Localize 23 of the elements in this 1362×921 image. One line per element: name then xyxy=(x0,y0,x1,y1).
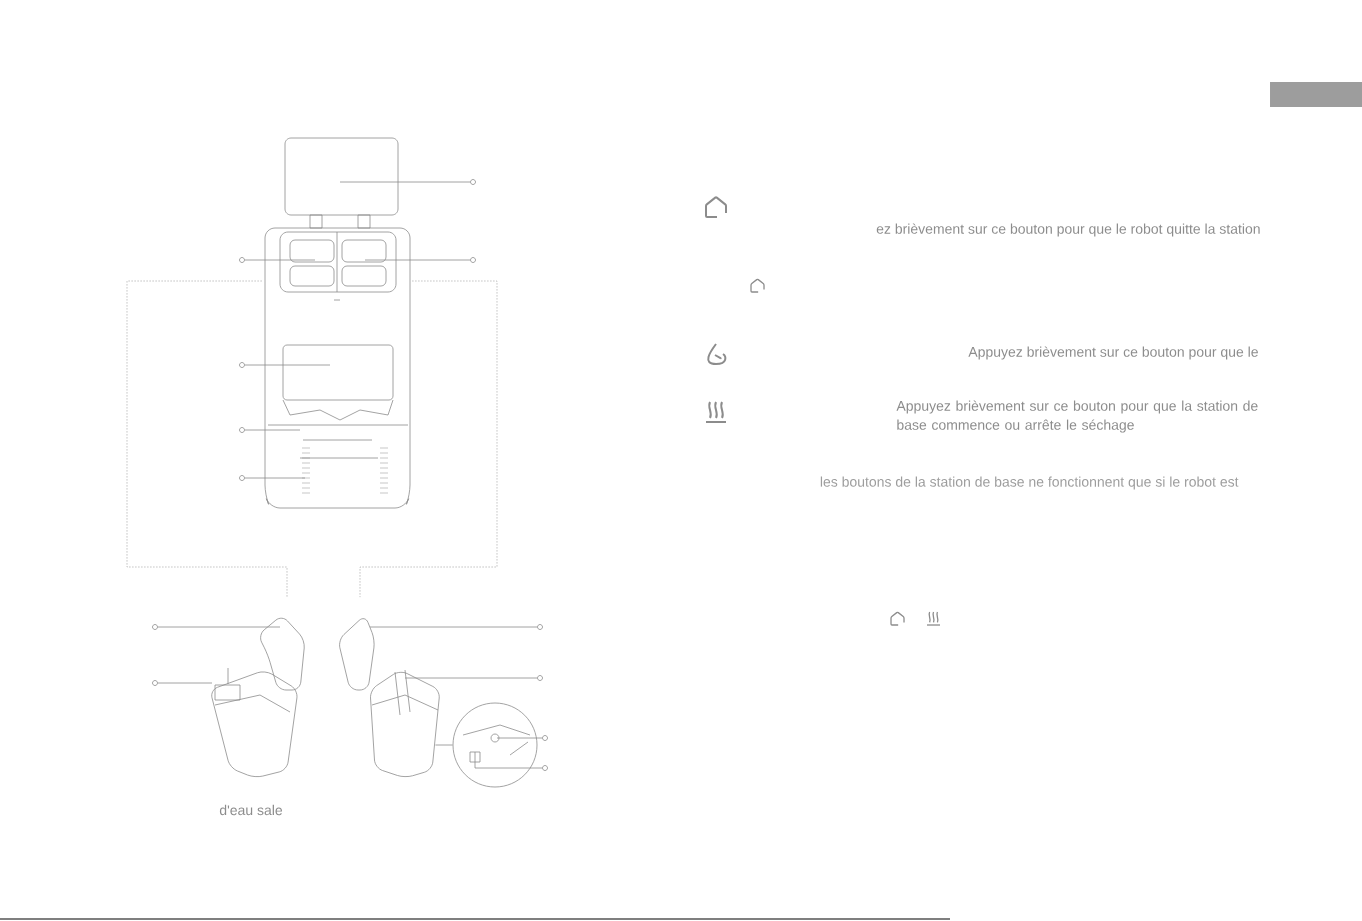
connector-line xyxy=(126,280,288,598)
instruction-text: Appuyez brièvement sur ce bouton pour que le xyxy=(968,346,1258,360)
leader-line xyxy=(157,682,213,684)
picture xyxy=(339,618,440,777)
picture xyxy=(264,137,411,509)
leader-line xyxy=(364,259,471,261)
picture xyxy=(452,702,538,788)
leader-line xyxy=(435,744,453,746)
leader-line xyxy=(244,259,316,261)
leader-line xyxy=(404,677,538,679)
connector-line xyxy=(359,280,498,598)
leader-line xyxy=(244,364,331,366)
instruction-text: ez brièvement sur ce bouton pour que le robot quitte la station xyxy=(876,223,1260,237)
instruction-text: Appuyez brièvement sur ce bouton pour que la station de base commence ou arrête le séchage xyxy=(896,400,1258,433)
picture xyxy=(211,617,305,778)
instruction-text: d'eau sale xyxy=(219,804,283,816)
leader-line xyxy=(157,626,281,628)
leader-line xyxy=(339,181,471,183)
leader-line xyxy=(474,751,543,769)
leader-line xyxy=(244,477,306,479)
instruction-text: les boutons de la station de base ne fonctionnent que si le robot est xyxy=(820,476,1239,490)
leader-line xyxy=(244,429,301,431)
leader-line xyxy=(369,626,538,628)
